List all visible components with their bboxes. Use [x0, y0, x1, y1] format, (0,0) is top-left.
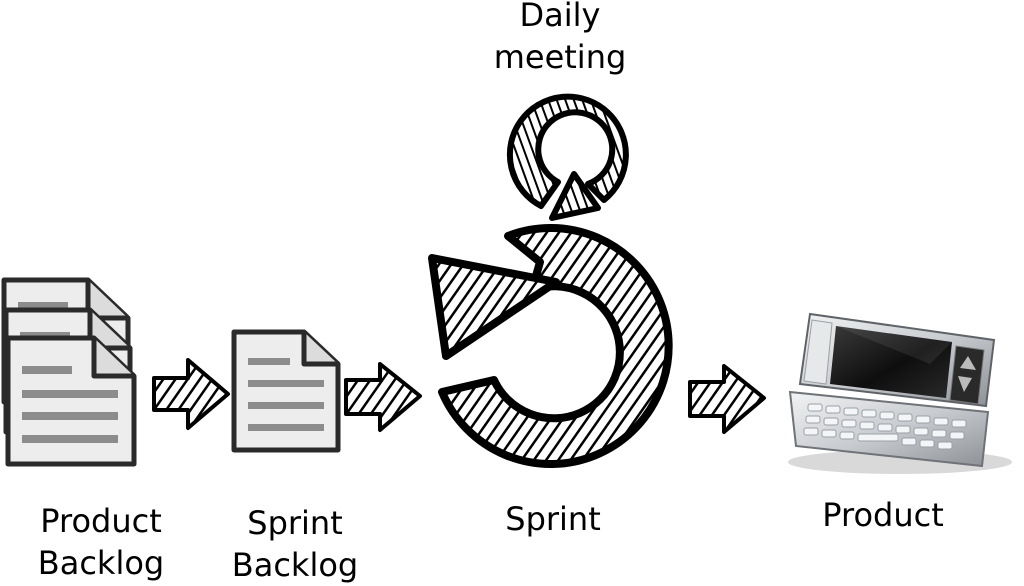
sprint-label-text: Sprint	[505, 500, 601, 538]
right-arrow-icon	[688, 364, 766, 434]
small-cycle-arrow-icon	[506, 93, 629, 221]
document-icon	[231, 329, 341, 453]
document-stack-icon	[1, 277, 137, 467]
daily-meeting-label: Daily meeting	[494, 0, 627, 78]
cycle-arrow-icon	[428, 224, 673, 468]
product-backlog-label-line2: Backlog	[37, 544, 165, 582]
right-arrow-icon	[152, 358, 230, 430]
mobile-phone-icon	[788, 312, 1012, 474]
sprint-backlog-label-line1: Sprint	[247, 504, 343, 542]
product-backlog-label: Product Backlog	[38, 500, 164, 584]
daily-meeting-label-line1: Daily	[519, 0, 601, 34]
sprint-label: Sprint	[505, 498, 601, 540]
sprint-backlog-label-line2: Backlog	[231, 546, 359, 584]
daily-meeting-label-line2: meeting	[493, 38, 627, 76]
product-label-text: Product	[822, 496, 944, 534]
product-label: Product	[822, 494, 944, 536]
product-backlog-label-line1: Product	[40, 502, 162, 540]
sprint-backlog-label: Sprint Backlog	[232, 502, 358, 586]
right-arrow-icon	[344, 362, 422, 432]
